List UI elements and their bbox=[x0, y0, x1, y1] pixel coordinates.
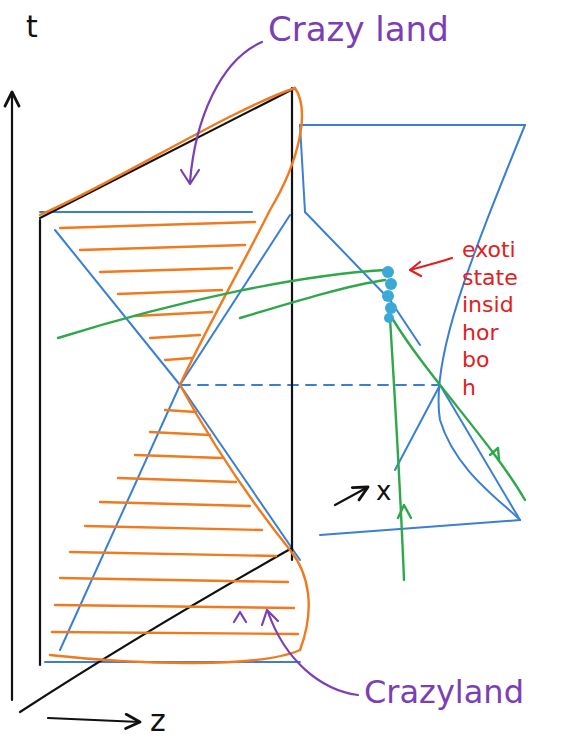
horizon-surface bbox=[40, 88, 309, 663]
world-lines bbox=[58, 270, 525, 580]
pointer-arrows bbox=[181, 42, 358, 695]
callout-note: exoti state insid hor bo h bbox=[462, 236, 532, 401]
axis-label: x bbox=[376, 478, 391, 504]
callout-arrow bbox=[410, 258, 452, 276]
region-label: Crazy land bbox=[268, 12, 449, 46]
region-label: Crazyland bbox=[364, 676, 524, 708]
axis-label: z bbox=[150, 706, 166, 736]
exotic-state-dots bbox=[382, 266, 397, 323]
axis-label: t bbox=[26, 12, 38, 42]
light-cone bbox=[40, 125, 525, 662]
axes bbox=[12, 88, 368, 722]
